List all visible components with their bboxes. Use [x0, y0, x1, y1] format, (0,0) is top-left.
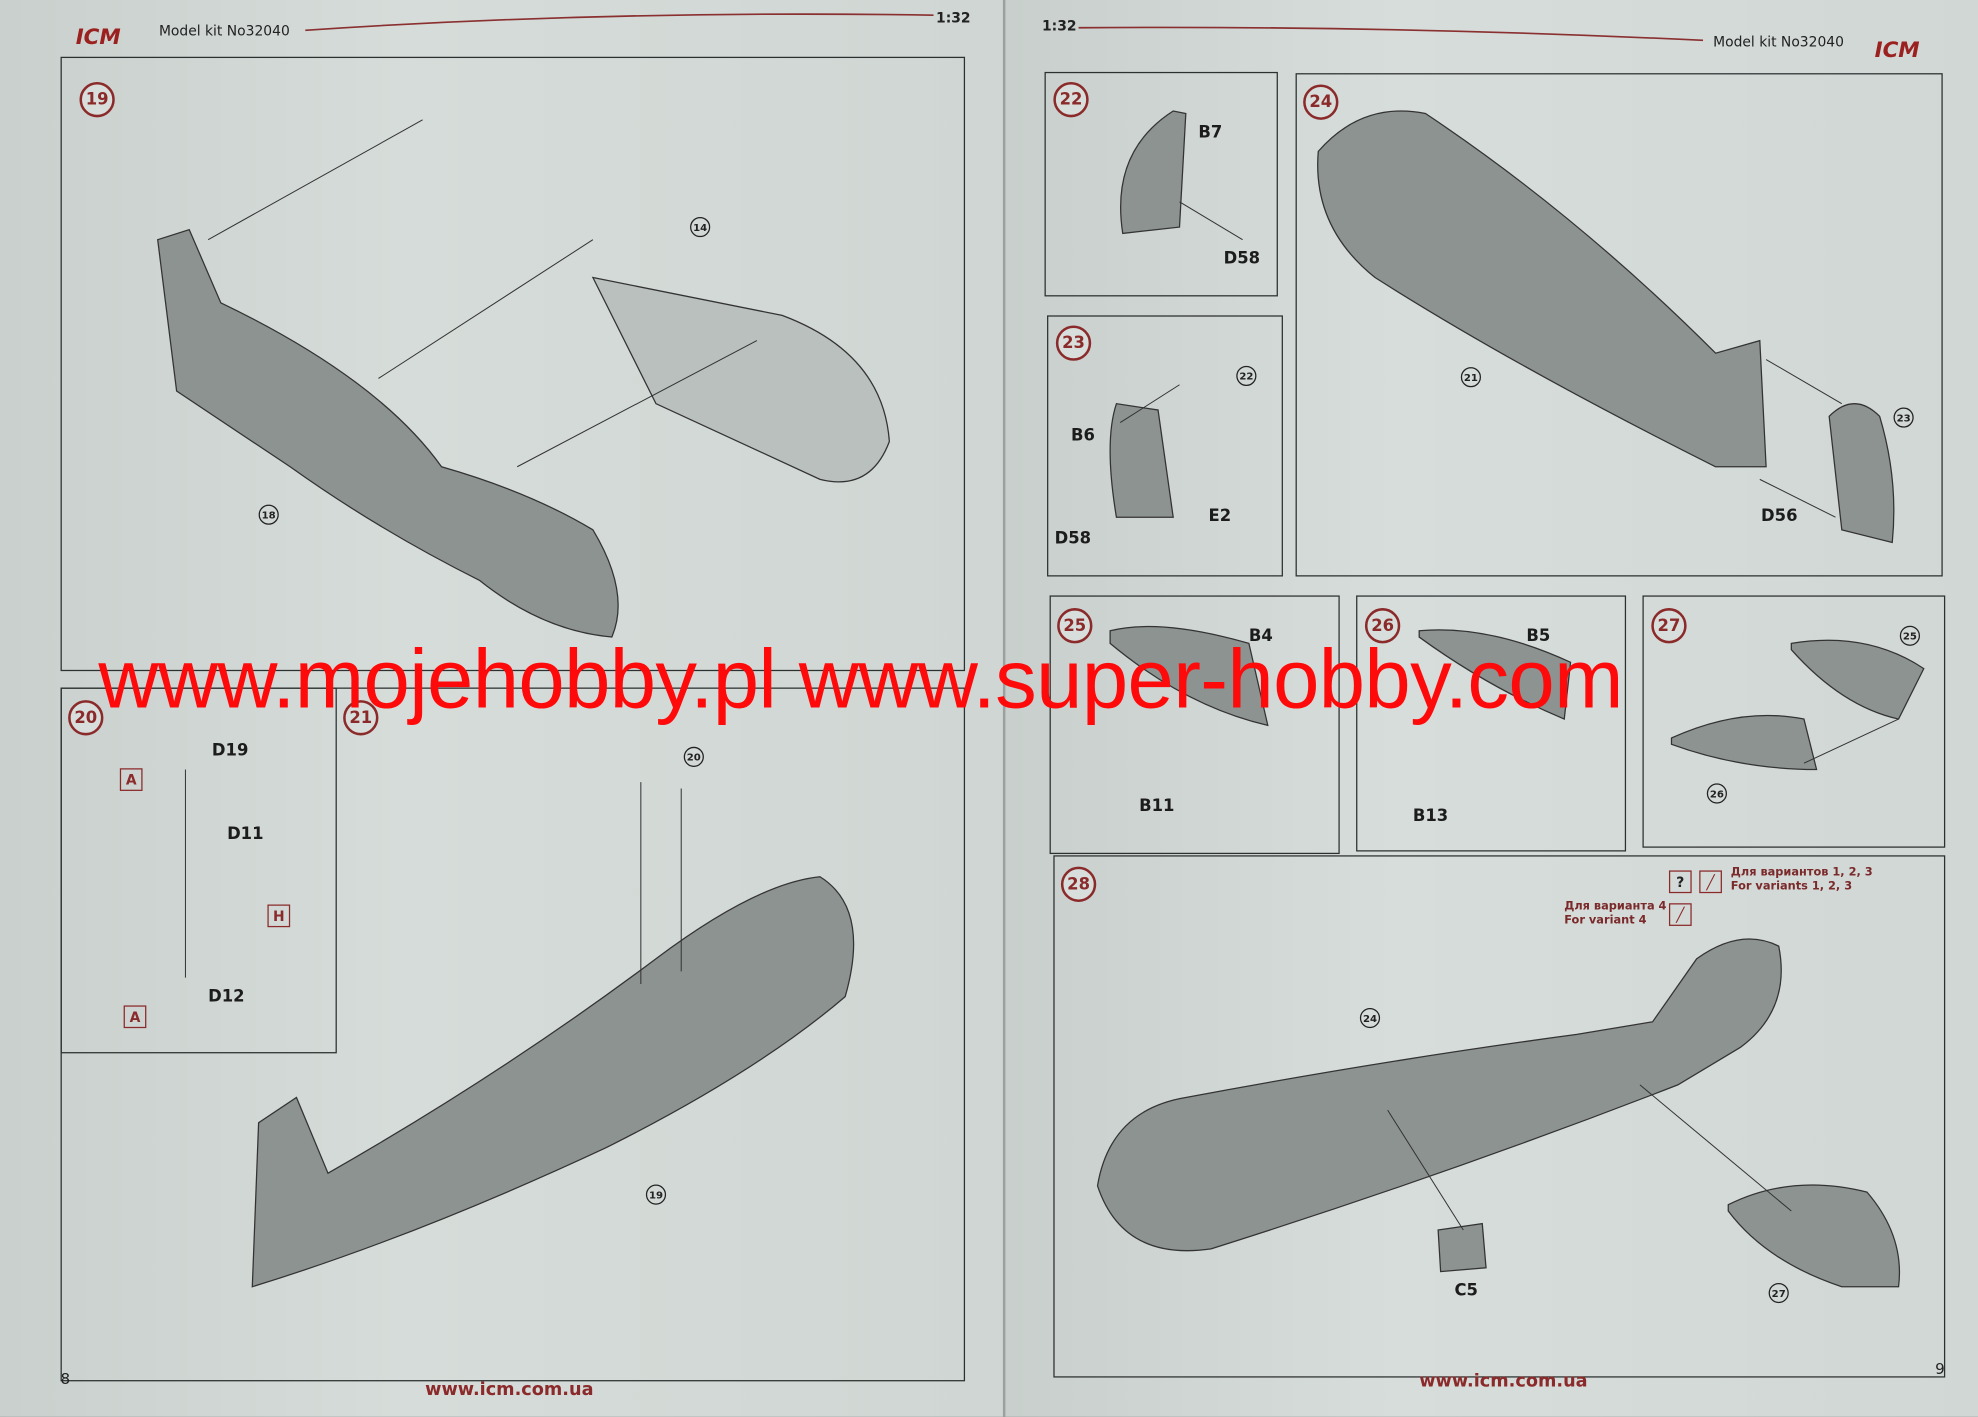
marker-a: A [123, 1005, 147, 1029]
step-number: 19 [79, 81, 115, 118]
icm-logo-right: ICM [1874, 37, 1920, 64]
step-22-box [1044, 71, 1278, 297]
part-label: B5 [1526, 626, 1551, 646]
note-ru: Для вариантов 1, 2, 3 [1730, 866, 1873, 880]
step-28-box [1053, 855, 1946, 1378]
step-ref: 20 [683, 746, 704, 767]
scale-left: 1:32 [936, 10, 971, 27]
kit-number-left: Model kit No32040 [158, 22, 290, 40]
step-23-box [1047, 315, 1283, 577]
step-27-box [1642, 595, 1946, 848]
step-ref: 19 [645, 1184, 667, 1205]
stab-25 [1109, 625, 1269, 727]
part-label: B6 [1071, 426, 1095, 446]
step-number: 21 [343, 700, 379, 736]
step-ref: 27 [1768, 1282, 1789, 1304]
paint-brush-icon: ╱ [1668, 903, 1692, 926]
step-number: 26 [1364, 608, 1401, 644]
note-ru: Для варианта 4 [1564, 900, 1667, 914]
kit-number-right: Model kit No32040 [1713, 34, 1844, 51]
part-label: B13 [1412, 807, 1449, 827]
variant-note-4: Для варианта 4 For variant 4 [1564, 901, 1666, 929]
part-label: B4 [1248, 626, 1273, 646]
fuselage-28 [1096, 938, 1782, 1252]
step-ref: 25 [1899, 625, 1921, 646]
step-ref: 18 [258, 504, 279, 525]
part-label: D19 [211, 741, 249, 761]
footer-url-left: www.icm.com.ua [425, 1380, 594, 1401]
marker-a: A [119, 768, 143, 791]
icm-logo-left: ICM [75, 25, 121, 51]
step-ref: 22 [1236, 365, 1257, 387]
part-label: D58 [1223, 249, 1261, 269]
step-24-box [1295, 73, 1943, 577]
step-ref: 23 [1893, 407, 1914, 428]
step-number: 27 [1651, 608, 1687, 644]
step-ref: 21 [1460, 367, 1482, 388]
part-label: D11 [227, 825, 264, 844]
rudder-23 [1109, 402, 1174, 518]
step-number: 25 [1057, 608, 1093, 644]
step-number: 22 [1053, 81, 1089, 118]
page-number-left: 8 [60, 1369, 71, 1388]
part-c5 [1437, 1222, 1487, 1273]
step-25-box [1049, 595, 1340, 855]
footer-url-right: www.icm.com.ua [1419, 1371, 1588, 1392]
page-number-right: 9 [1935, 1359, 1945, 1378]
step-ref: 14 [690, 216, 711, 238]
fuselage-19 [156, 228, 619, 638]
marker-h: H [267, 904, 291, 928]
part-label: B7 [1198, 123, 1223, 143]
stab-28 [1727, 1184, 1901, 1288]
fuselage-21 [251, 876, 855, 1288]
step-number: 28 [1060, 866, 1097, 902]
note-en: For variant 4 [1564, 914, 1647, 928]
step-number: 24 [1303, 84, 1339, 120]
note-en: For variants 1, 2, 3 [1730, 880, 1853, 894]
header-line-left [305, 13, 934, 32]
part-label: B11 [1139, 797, 1175, 817]
step-ref: 26 [1706, 783, 1727, 804]
part-label: D58 [1054, 529, 1092, 549]
front-19 [591, 276, 890, 483]
stab-26 [1418, 629, 1572, 720]
step-number: 20 [68, 700, 104, 736]
step-number: 23 [1055, 325, 1092, 361]
watermark: www.mojehobby.pl www.super-hobby.com [98, 632, 1623, 726]
stab-27a [1670, 714, 1818, 771]
step-19-box [60, 56, 966, 672]
part-label: E2 [1208, 507, 1232, 527]
part-label: C5 [1454, 1281, 1478, 1301]
scale-right: 1:32 [1041, 17, 1077, 35]
rudder-22 [1120, 110, 1187, 235]
step-20-box [60, 687, 337, 1054]
step-26-box [1356, 595, 1627, 852]
question-marker: ? [1668, 870, 1692, 894]
header-line-right [1078, 26, 1704, 42]
part-label: D12 [208, 987, 245, 1007]
fuselage-24 [1317, 110, 1767, 468]
part-label: D56 [1761, 507, 1798, 527]
variant-note-123: Для вариантов 1, 2, 3 For variants 1, 2,… [1731, 867, 1873, 895]
paint-brush-icon: ╱ [1699, 870, 1722, 894]
step-ref: 24 [1359, 1007, 1381, 1029]
rudder-24 [1828, 403, 1895, 544]
